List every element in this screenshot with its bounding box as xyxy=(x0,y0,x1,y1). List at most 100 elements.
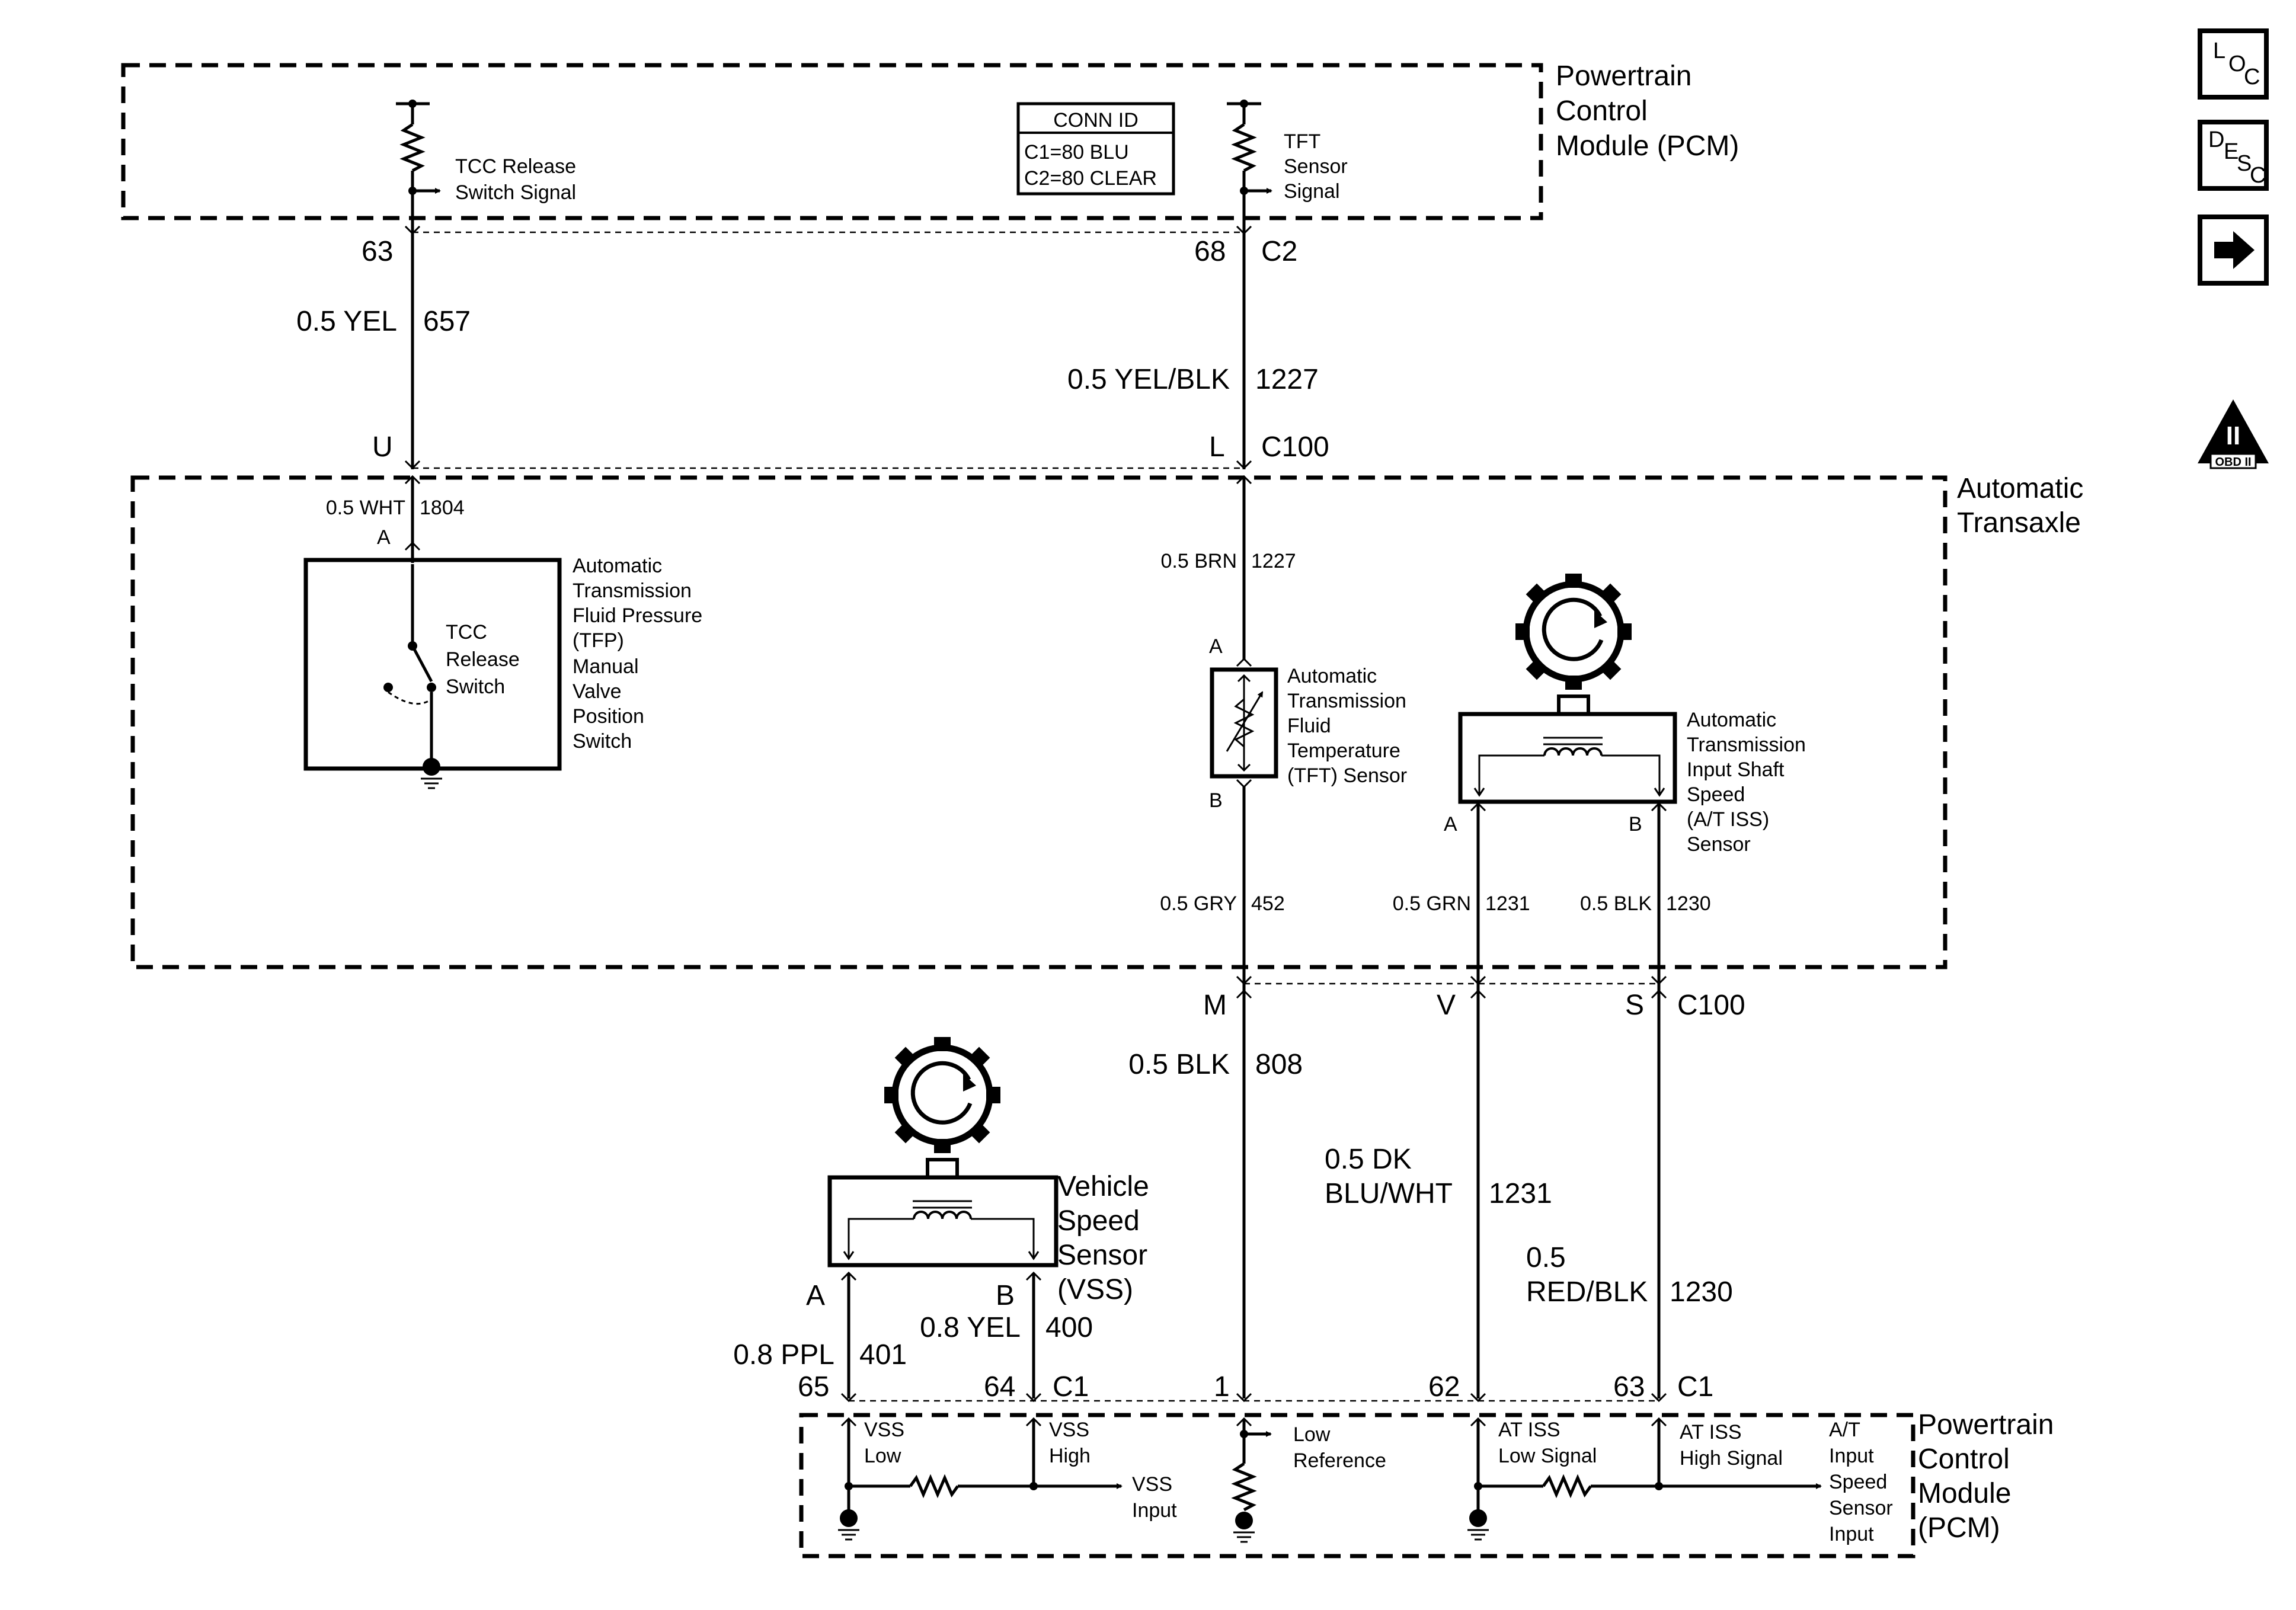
svg-text:0.8 YEL: 0.8 YEL xyxy=(920,1312,1021,1343)
svg-text:Speed: Speed xyxy=(1687,783,1745,806)
svg-text:657: 657 xyxy=(423,306,471,337)
obd-ii-icon: II OBD II xyxy=(2198,399,2269,469)
vss-reluctor-gear-icon xyxy=(884,1037,1000,1179)
svg-text:0.5: 0.5 xyxy=(1526,1242,1566,1273)
svg-text:0.5 BLK: 0.5 BLK xyxy=(1580,892,1652,915)
svg-text:High: High xyxy=(1049,1445,1091,1467)
svg-text:C: C xyxy=(2244,65,2260,89)
svg-text:Speed: Speed xyxy=(1057,1205,1140,1237)
svg-text:E: E xyxy=(2224,139,2239,164)
svg-text:0.5 YEL: 0.5 YEL xyxy=(296,306,397,337)
tft-sensor: A B xyxy=(1209,635,1278,812)
svg-text:0.5 DK: 0.5 DK xyxy=(1325,1144,1412,1175)
svg-text:Release: Release xyxy=(446,648,520,671)
wire-1227-brn-label: 0.5 BRN 1227 xyxy=(1161,550,1296,572)
svg-text:0.5 YEL/BLK: 0.5 YEL/BLK xyxy=(1067,364,1230,395)
svg-text:0.5 GRY: 0.5 GRY xyxy=(1160,892,1237,915)
svg-text:1: 1 xyxy=(1214,1371,1230,1403)
svg-text:Transaxle: Transaxle xyxy=(1957,507,2081,539)
desc-icon[interactable]: D E S C xyxy=(2198,120,2269,191)
svg-text:63: 63 xyxy=(362,236,393,267)
svg-text:Low Signal: Low Signal xyxy=(1498,1445,1597,1467)
svg-text:63: 63 xyxy=(1613,1371,1645,1403)
svg-text:(A/T ISS): (A/T ISS) xyxy=(1687,808,1769,831)
tft-signal-resistor xyxy=(1227,100,1272,232)
conn-id-box: CONN ID C1=80 BLU C2=80 CLEAR xyxy=(1016,102,1175,196)
vss-label: Vehicle Speed Sensor (VSS) xyxy=(1057,1171,1149,1305)
svg-text:Switch: Switch xyxy=(573,730,632,753)
vss-input-label: VSS Input xyxy=(1132,1473,1177,1522)
svg-text:0.5 GRN: 0.5 GRN xyxy=(1393,892,1471,915)
svg-text:1230: 1230 xyxy=(1666,892,1711,915)
wire-452-label: 0.5 GRY 452 xyxy=(1160,892,1285,915)
wire-1227-label: 0.5 YEL/BLK 1227 xyxy=(1067,364,1319,395)
svg-text:S: S xyxy=(2237,151,2252,176)
svg-text:TFT: TFT xyxy=(1284,130,1320,153)
svg-text:1804: 1804 xyxy=(420,497,465,519)
svg-text:II: II xyxy=(2226,421,2240,450)
tcc-release-switch-label: TCC Release Switch xyxy=(446,621,520,698)
svg-text:65: 65 xyxy=(798,1371,829,1403)
loc-icon[interactable]: L O C xyxy=(2198,28,2269,100)
svg-text:Input Shaft: Input Shaft xyxy=(1687,758,1785,781)
tcc-signal-label: TCC Release Switch Signal xyxy=(455,155,576,204)
svg-text:Sensor: Sensor xyxy=(1687,833,1751,856)
vss-input-circuit xyxy=(838,1417,1123,1541)
svg-text:C1: C1 xyxy=(1677,1371,1713,1403)
svg-text:C1: C1 xyxy=(1053,1371,1089,1403)
svg-text:0.5 BRN: 0.5 BRN xyxy=(1161,550,1237,572)
wire-401-label: 0.8 PPL 401 xyxy=(733,1339,907,1371)
svg-text:D: D xyxy=(2208,127,2224,152)
svg-text:B: B xyxy=(1209,789,1223,812)
svg-text:Module: Module xyxy=(1918,1478,2011,1509)
svg-text:Signal: Signal xyxy=(1284,180,1340,203)
svg-text:Vehicle: Vehicle xyxy=(1057,1171,1149,1202)
svg-text:VSS: VSS xyxy=(1049,1419,1089,1441)
svg-text:1230: 1230 xyxy=(1670,1276,1733,1308)
svg-text:Automatic: Automatic xyxy=(1687,709,1776,731)
tfp-pin-a xyxy=(404,541,421,551)
upper-connector-c2: 63 68 C2 xyxy=(362,225,1297,267)
atiss-reluctor-gear-icon xyxy=(1515,574,1632,716)
atiss-sensor-label: Automatic Transmission Input Shaft Speed… xyxy=(1687,709,1806,856)
wire-1231-label: 0.5 DK BLU/WHT 1231 xyxy=(1325,1144,1552,1209)
svg-text:L: L xyxy=(2213,39,2225,63)
svg-text:(VSS): (VSS) xyxy=(1057,1274,1133,1305)
svg-text:O: O xyxy=(2228,52,2246,76)
svg-text:Manual: Manual xyxy=(573,655,639,678)
svg-text:Switch Signal: Switch Signal xyxy=(455,181,576,204)
svg-text:Sensor: Sensor xyxy=(1284,155,1348,178)
wire-808-label: 0.5 BLK 808 xyxy=(1128,1049,1303,1080)
svg-text:A: A xyxy=(1209,635,1223,658)
svg-text:Automatic: Automatic xyxy=(1287,665,1377,687)
atiss-sensor-body xyxy=(1458,712,1677,804)
atiss-pins: A B xyxy=(1444,802,1667,836)
svg-text:Fluid: Fluid xyxy=(1287,715,1331,737)
svg-text:452: 452 xyxy=(1251,892,1285,915)
svg-text:C100: C100 xyxy=(1677,990,1745,1021)
pcm-top-boundary xyxy=(121,63,1543,220)
tft-sensor-label: Automatic Transmission Fluid Temperature… xyxy=(1287,665,1407,787)
svg-text:68: 68 xyxy=(1194,236,1226,267)
svg-text:Input: Input xyxy=(1829,1523,1874,1545)
svg-text:OBD II: OBD II xyxy=(2215,456,2251,469)
svg-text:AT ISS: AT ISS xyxy=(1498,1419,1560,1441)
svg-text:0.5 WHT: 0.5 WHT xyxy=(326,497,405,519)
svg-text:1231: 1231 xyxy=(1485,892,1530,915)
svg-text:Transmission: Transmission xyxy=(1687,734,1806,756)
svg-text:V: V xyxy=(1437,990,1456,1021)
svg-text:BLU/WHT: BLU/WHT xyxy=(1325,1178,1453,1209)
svg-text:M: M xyxy=(1203,990,1227,1021)
svg-text:1227: 1227 xyxy=(1255,364,1319,395)
wire-1230-label: 0.5 RED/BLK 1230 xyxy=(1526,1242,1733,1308)
svg-text:TCC: TCC xyxy=(446,621,487,644)
next-arrow-icon[interactable] xyxy=(2198,215,2269,286)
svg-text:High Signal: High Signal xyxy=(1680,1447,1783,1470)
svg-text:A: A xyxy=(806,1280,825,1311)
svg-text:C: C xyxy=(2250,163,2266,188)
lower-connector-c1: 65 64 C1 1 62 63 C1 xyxy=(798,1371,1713,1403)
svg-text:Temperature: Temperature xyxy=(1287,740,1400,762)
vss-sensor-body xyxy=(827,1175,1059,1267)
svg-text:1227: 1227 xyxy=(1251,550,1296,572)
